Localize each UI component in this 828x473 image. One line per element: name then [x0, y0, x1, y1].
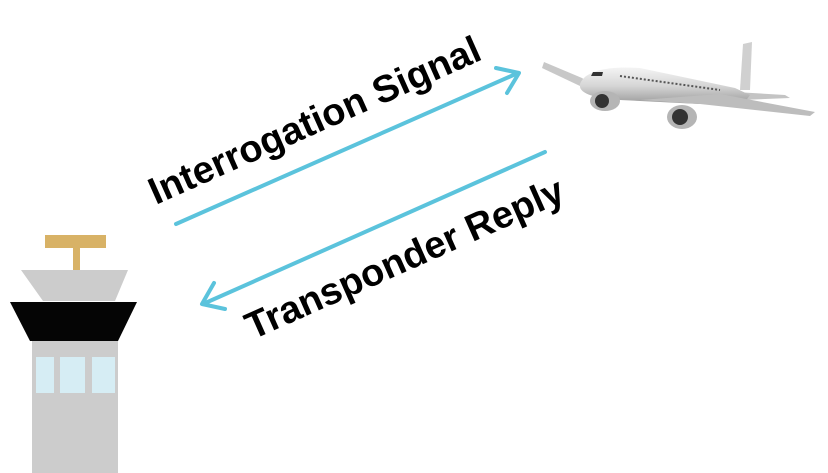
interrogation-arrow	[174, 66, 521, 226]
control-tower-icon	[10, 235, 137, 473]
tower-cab-top	[21, 270, 128, 301]
tower-band	[10, 302, 137, 341]
antenna-bar	[45, 235, 106, 248]
reply-arrow	[200, 150, 547, 311]
airplane-icon	[542, 42, 815, 129]
tower-window	[92, 357, 115, 393]
tower-window	[60, 357, 85, 393]
tower-window	[36, 357, 54, 393]
antenna-stem	[73, 247, 80, 271]
